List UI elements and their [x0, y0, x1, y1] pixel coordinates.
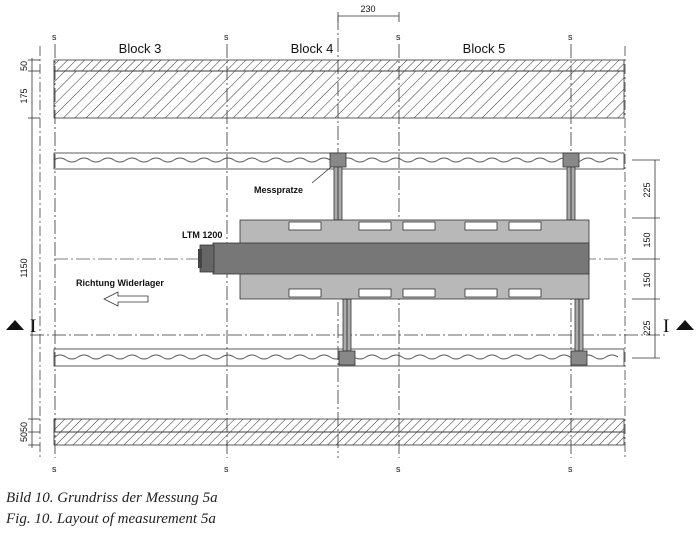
- dimension-left-175: 175: [19, 88, 29, 103]
- svg-text:s: s: [52, 464, 57, 474]
- support-pad-label: Messpratze: [254, 166, 332, 195]
- section-mark-left: I: [6, 316, 36, 337]
- svg-text:s: s: [568, 32, 573, 42]
- support-pads: [329, 152, 588, 366]
- svg-text:Messpratze: Messpratze: [254, 185, 303, 195]
- bottom-edge-beam: [53, 418, 625, 446]
- svg-text:I: I: [30, 316, 36, 337]
- crane-ltm-1200: [198, 219, 590, 300]
- caption-german: Bild 10. Grundriss der Messung 5a: [6, 490, 218, 506]
- joint-marks-top: s s s s: [52, 32, 573, 42]
- svg-text:s: s: [224, 464, 229, 474]
- svg-text:s: s: [224, 32, 229, 42]
- svg-text:Richtung Widerlager: Richtung Widerlager: [76, 278, 164, 288]
- svg-text:s: s: [568, 464, 573, 474]
- dimension-left-1150: 1150: [19, 258, 29, 277]
- caption-english: Fig. 10. Layout of measurement 5a: [6, 511, 216, 527]
- dimension-left: [28, 58, 40, 448]
- svg-text:s: s: [396, 464, 401, 474]
- dimension-right-225-bottom: 225: [642, 320, 652, 335]
- svg-text:s: s: [52, 32, 57, 42]
- layout-drawing: s s s s s s s s Block 3 Block 4 Block 5 …: [6, 4, 694, 474]
- joint-marks-bottom: s s s s: [52, 464, 573, 474]
- dimension-top: 230: [337, 4, 400, 22]
- machine-label: LTM 1200: [182, 230, 222, 240]
- section-mark-right: I: [663, 316, 694, 337]
- wheels-top: [288, 221, 542, 231]
- block-3-label: Block 3: [119, 41, 162, 56]
- dimension-right-150-b: 150: [642, 272, 652, 287]
- dimension-left-5050: 5050: [19, 422, 29, 442]
- dimension-left-50: 50: [19, 61, 29, 71]
- wheels-bottom: [288, 288, 542, 298]
- block-5-label: Block 5: [463, 41, 506, 56]
- direction-indicator: Richtung Widerlager: [76, 278, 164, 307]
- block-4-label: Block 4: [291, 41, 334, 56]
- svg-text:I: I: [663, 316, 669, 337]
- dimension-right-150-a: 150: [642, 232, 652, 247]
- svg-text:s: s: [396, 32, 401, 42]
- dimension-right-225-top: 225: [642, 182, 652, 197]
- top-edge-beam: [53, 59, 625, 119]
- dimension-right: [632, 159, 660, 359]
- svg-text:230: 230: [360, 4, 375, 14]
- rail-lower: [53, 348, 625, 367]
